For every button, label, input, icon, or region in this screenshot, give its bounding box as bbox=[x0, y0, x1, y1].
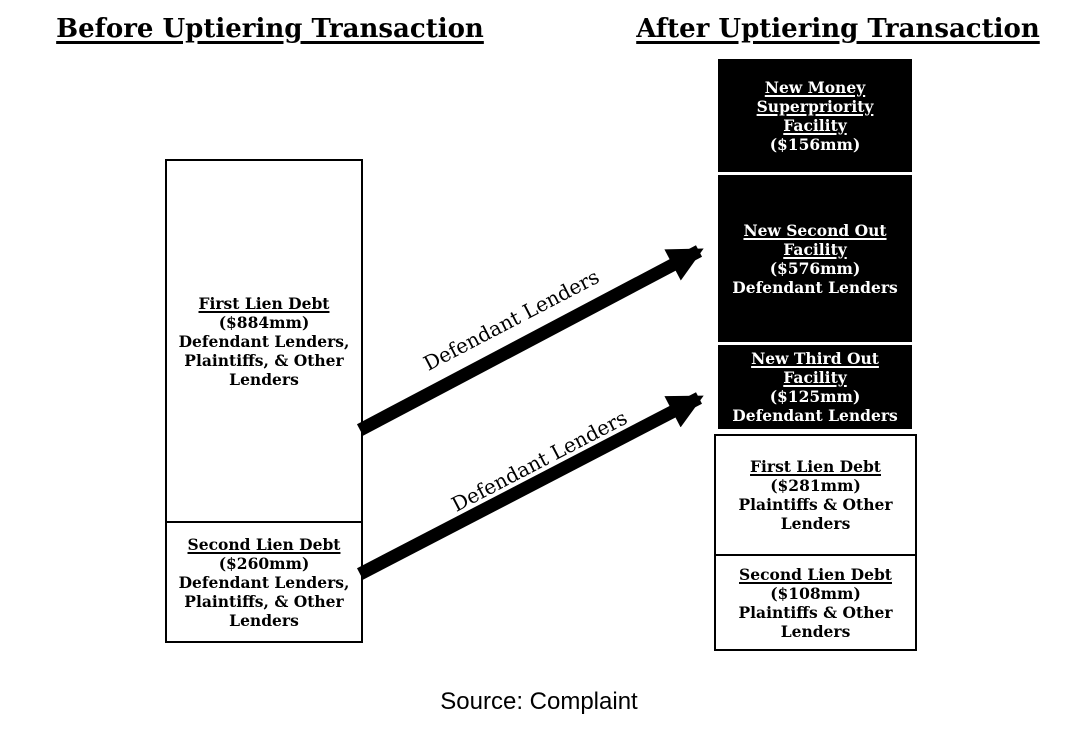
before-debt-stack: First Lien Debt ($884mm) Defendant Lende… bbox=[165, 159, 363, 643]
after-first-lien-box: First Lien Debt ($281mm) Plaintiffs & Ot… bbox=[716, 436, 915, 556]
box-title: Superpriority bbox=[756, 96, 874, 116]
box-amount: ($884mm) bbox=[218, 312, 310, 332]
box-holders-line: Defendant Lenders, bbox=[178, 572, 350, 592]
after-column-title: After Uptiering Transaction bbox=[636, 14, 1040, 44]
box-title: Second Lien Debt bbox=[739, 564, 892, 584]
before-first-lien-box: First Lien Debt ($884mm) Defendant Lende… bbox=[167, 161, 361, 523]
box-title: Facility bbox=[783, 115, 847, 135]
before-second-lien-box: Second Lien Debt ($260mm) Defendant Lend… bbox=[167, 523, 361, 641]
box-holders-line: Lenders bbox=[780, 514, 851, 533]
arrow-label-defendant-lenders-bottom: Defendant Lenders bbox=[447, 405, 632, 517]
box-holders: Defendant Lenders bbox=[732, 406, 898, 425]
box-title: First Lien Debt bbox=[750, 457, 881, 476]
new-third-out-box: New Third Out Facility ($125mm) Defendan… bbox=[718, 345, 912, 429]
source-note: Source: Complaint bbox=[440, 688, 638, 715]
box-holders-line: Plaintiffs, & Other bbox=[184, 591, 344, 611]
box-holders-line: Plaintiffs & Other bbox=[738, 602, 893, 622]
box-amount: ($125mm) bbox=[769, 387, 861, 406]
box-amount: ($260mm) bbox=[218, 553, 310, 573]
uptier-arrow-bottom bbox=[357, 392, 704, 580]
box-title: Facility bbox=[783, 368, 847, 387]
arrow-label-defendant-lenders-top: Defendant Lenders bbox=[419, 264, 604, 376]
after-remaining-debt-stack: First Lien Debt ($281mm) Plaintiffs & Ot… bbox=[714, 434, 917, 651]
new-money-superpriority-box: New Money Superpriority Facility ($156mm… bbox=[718, 59, 912, 172]
box-amount: ($576mm) bbox=[769, 258, 861, 278]
box-amount: ($156mm) bbox=[769, 134, 861, 154]
box-title: New Second Out bbox=[743, 220, 887, 240]
uptier-arrow-top bbox=[356, 245, 704, 436]
box-title: Facility bbox=[783, 239, 847, 259]
box-holders-line: Plaintiffs, & Other bbox=[184, 350, 344, 370]
before-column-title: Before Uptiering Transaction bbox=[56, 14, 484, 44]
box-holders-line: Lenders bbox=[229, 369, 299, 389]
box-title: Second Lien Debt bbox=[187, 534, 341, 554]
box-holders: Defendant Lenders bbox=[732, 277, 898, 297]
box-title: New Money bbox=[764, 77, 866, 97]
box-title: New Third Out bbox=[751, 349, 879, 368]
new-second-out-box: New Second Out Facility ($576mm) Defenda… bbox=[718, 175, 912, 342]
box-holders-line: Lenders bbox=[780, 621, 851, 641]
box-amount: ($281mm) bbox=[770, 476, 861, 495]
box-holders-line: Defendant Lenders, bbox=[178, 331, 350, 351]
box-title: First Lien Debt bbox=[198, 293, 330, 313]
box-amount: ($108mm) bbox=[770, 583, 861, 603]
box-holders-line: Lenders bbox=[229, 610, 299, 630]
after-second-lien-box: Second Lien Debt ($108mm) Plaintiffs & O… bbox=[716, 556, 915, 649]
box-holders-line: Plaintiffs & Other bbox=[738, 495, 893, 514]
